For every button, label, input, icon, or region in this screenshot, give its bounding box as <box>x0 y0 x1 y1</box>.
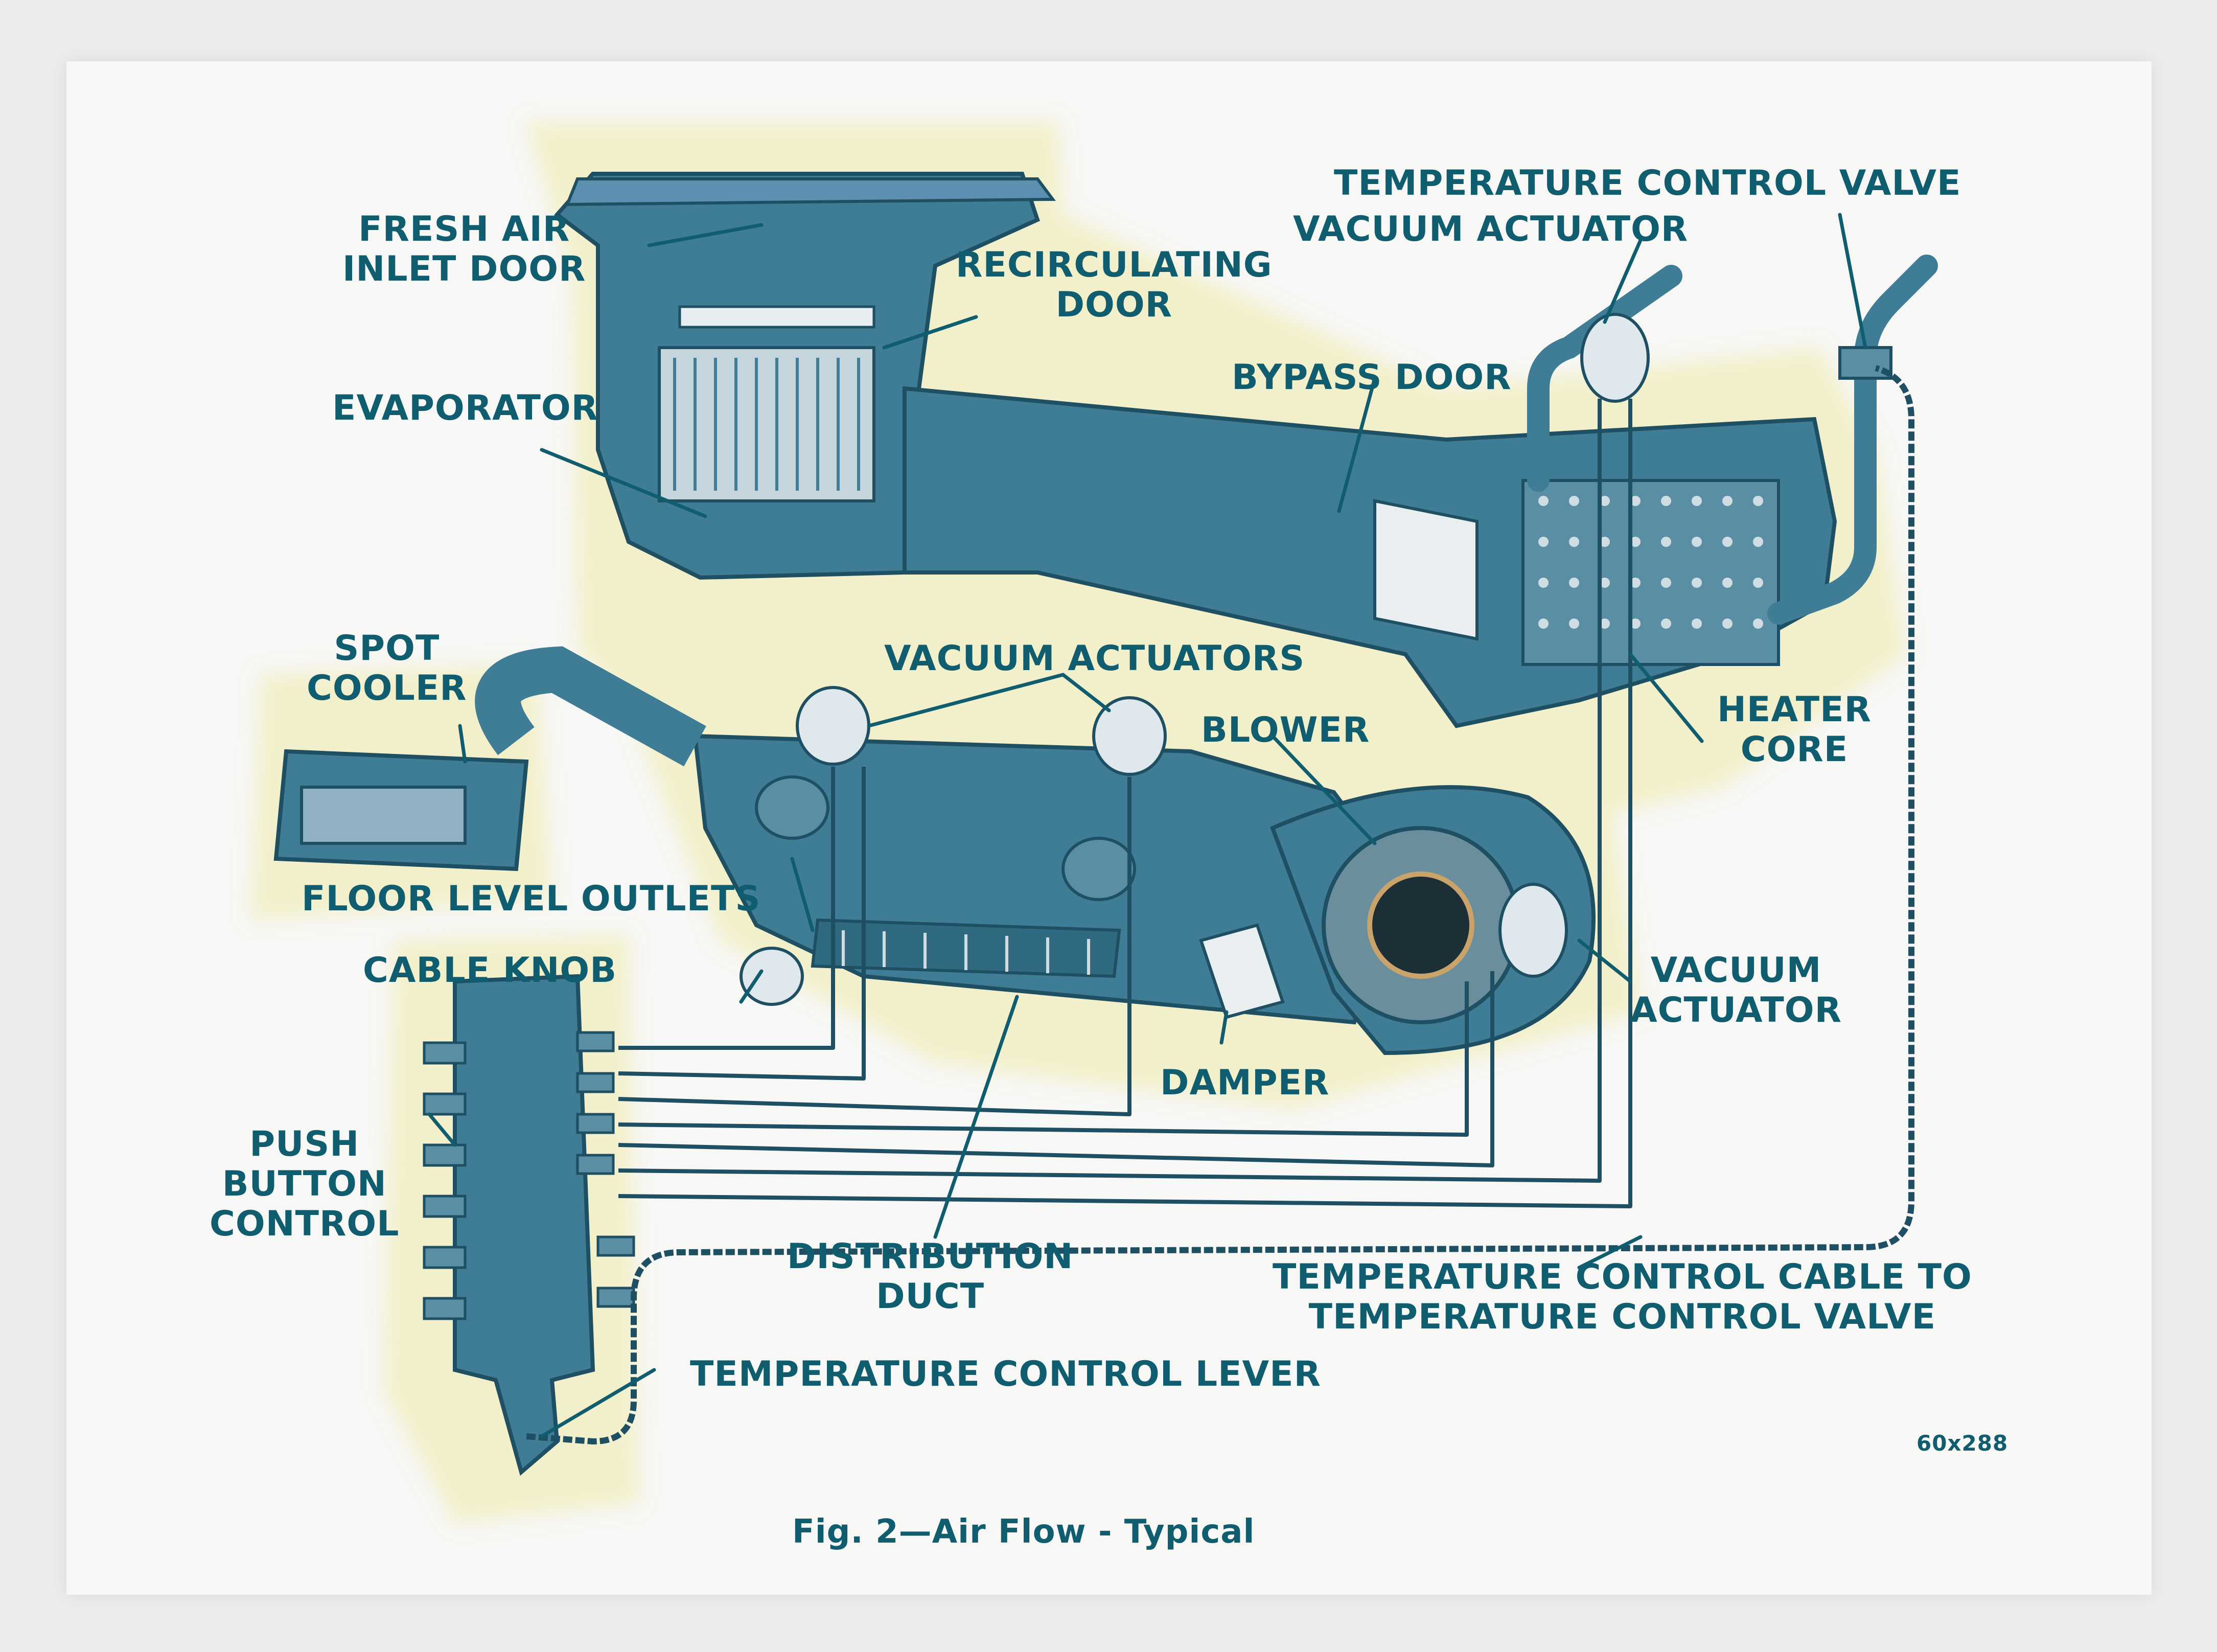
label-vacuum-actuator-right: VACUUM ACTUATOR <box>1630 950 1842 1030</box>
bypass-door-panel <box>1373 499 1479 641</box>
label-floor-level-outlets: FLOOR LEVEL OUTLETS <box>302 879 761 919</box>
air-flow-illustration <box>250 123 1938 1523</box>
label-blower: BLOWER <box>1201 710 1370 750</box>
push-button-control-body <box>423 974 635 1476</box>
figure-code: 60x288 <box>1916 1431 2008 1456</box>
heater-core-body <box>1521 479 1780 666</box>
label-damper: DAMPER <box>1160 1063 1330 1103</box>
label-vacuum-actuators: VACUUM ACTUATORS <box>884 638 1305 679</box>
leader-lines <box>427 213 1867 1438</box>
vacuum-hoses <box>618 399 1632 1208</box>
label-evaporator: EVAPORATOR <box>332 388 598 428</box>
evaporator-core <box>658 346 875 502</box>
vacuum-actuators <box>740 313 1650 1006</box>
recirculating-door-panel <box>678 305 875 329</box>
label-vacuum-actuator-top: VACUUM ACTUATOR <box>1293 209 1689 249</box>
label-distribution-duct: DISTRIBUTION DUCT <box>787 1236 1074 1317</box>
figure-caption: Fig. 2—Air Flow - Typical <box>792 1513 1255 1551</box>
label-push-button-control: PUSH BUTTON CONTROL <box>210 1124 400 1244</box>
evaporator-case <box>554 172 1056 580</box>
label-fresh-air-inlet-door: FRESH AIR INLET DOOR <box>342 209 586 289</box>
label-recirculating-door: RECIRCULATING DOOR <box>956 245 1273 325</box>
label-bypass-door: BYPASS DOOR <box>1232 357 1512 398</box>
spot-cooler-body <box>273 646 706 871</box>
label-temperature-control-cable: TEMPERATURE CONTROL CABLE TO TEMPERATURE… <box>1273 1257 1972 1337</box>
distribution-duct-body <box>692 733 1596 1056</box>
upper-duct <box>903 255 1938 728</box>
diagram-sheet: FRESH AIR INLET DOOR RECIRCULATING DOOR … <box>66 61 2152 1595</box>
damper-plate <box>1199 923 1285 1019</box>
label-spot-cooler: SPOT COOLER <box>307 628 467 708</box>
label-cable-knob: CABLE KNOB <box>363 950 617 991</box>
label-temperature-control-lever: TEMPERATURE CONTROL LEVER <box>690 1354 1321 1394</box>
label-temperature-control-valve: TEMPERATURE CONTROL VALVE <box>1334 163 1961 203</box>
temperature-control-cable <box>526 365 1914 1445</box>
blower-wheel <box>1367 871 1474 979</box>
label-heater-core: HEATER CORE <box>1717 690 1872 770</box>
